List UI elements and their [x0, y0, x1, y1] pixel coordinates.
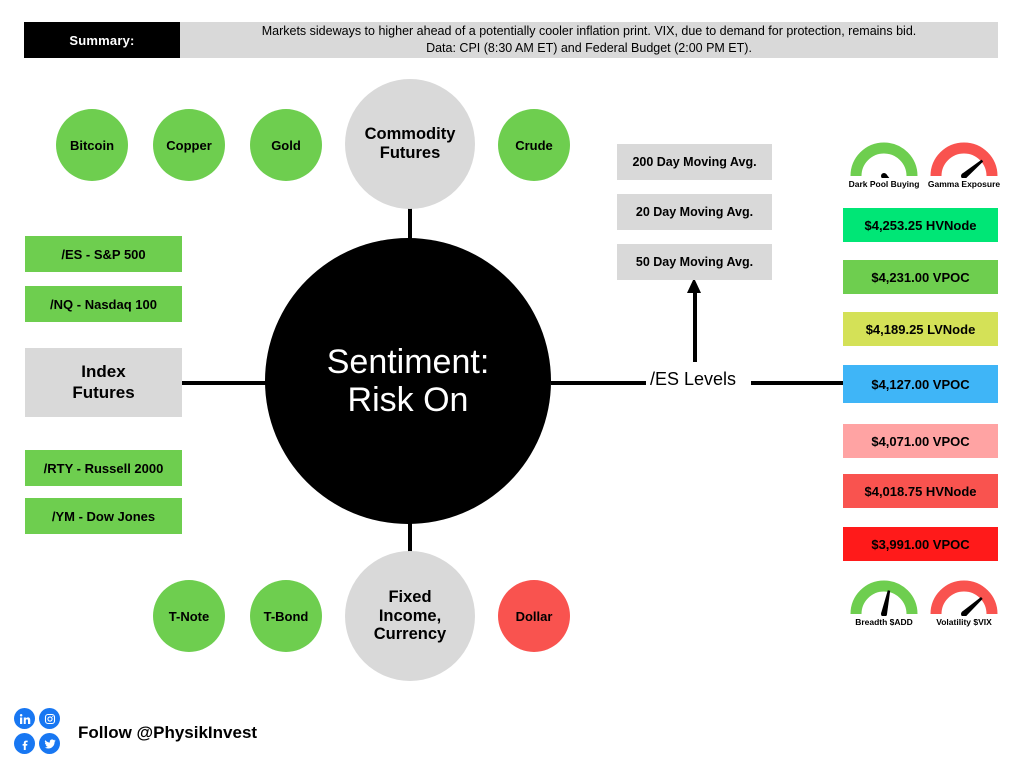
moving-avg-20-day[interactable]: 20 Day Moving Avg.: [617, 194, 772, 230]
bubble-label: T-Note: [168, 608, 210, 624]
facebook-icon[interactable]: [14, 733, 35, 754]
bubble-t-bond[interactable]: T-Bond: [250, 580, 322, 652]
level-box-hvnode-4018[interactable]: $4,018.75 HVNode: [843, 474, 998, 508]
level-label: $4,127.00 VPOC: [871, 376, 970, 392]
pill-label: /YM - Dow Jones: [51, 508, 156, 524]
arrow-up-icon: [687, 278, 701, 293]
hub-commodity-futures[interactable]: Commodity Futures: [345, 79, 475, 209]
connector-eslevels-levels: [751, 381, 844, 385]
follow-text: Follow @PhysikInvest: [78, 723, 258, 742]
connector-indexfutures-center: [181, 381, 271, 385]
gauge-breadth-add[interactable]: Breadth $ADD: [845, 578, 923, 627]
connector-center-eslevels: [551, 381, 646, 385]
level-box-vpoc-4071[interactable]: $4,071.00 VPOC: [843, 424, 998, 458]
summary-line-2: Data: CPI (8:30 AM ET) and Federal Budge…: [426, 41, 752, 55]
hub-fixed-income-currency[interactable]: Fixed Income, Currency: [345, 551, 475, 681]
center-label-line-1: Sentiment:: [326, 342, 490, 381]
bubble-crude[interactable]: Crude: [498, 109, 570, 181]
pill-label: /RTY - Russell 2000: [43, 460, 164, 476]
pill-label: /ES - S&P 500: [61, 246, 146, 262]
pill-es-sp500[interactable]: /ES - S&P 500: [25, 236, 182, 272]
level-label: $4,189.25 LVNode: [865, 321, 976, 337]
hub-index-futures[interactable]: Index Futures: [25, 348, 182, 417]
pill-rty-russell2000[interactable]: /RTY - Russell 2000: [25, 450, 182, 486]
level-label: $4,231.00 VPOC: [871, 269, 970, 285]
moving-avg-label: 20 Day Moving Avg.: [635, 205, 754, 219]
bubble-label: T-Bond: [263, 608, 309, 624]
bubble-t-note[interactable]: T-Note: [153, 580, 225, 652]
bubble-label: Copper: [166, 137, 212, 153]
linkedin-icon[interactable]: [14, 708, 35, 729]
hub-label-line-1: Index: [81, 362, 126, 382]
bubble-gold[interactable]: Gold: [250, 109, 322, 181]
level-box-hvnode-4253[interactable]: $4,253.25 HVNode: [843, 208, 998, 242]
summary-line-1: Markets sideways to higher ahead of a po…: [261, 24, 917, 39]
bubble-label: Dollar: [515, 608, 553, 624]
bubble-bitcoin[interactable]: Bitcoin: [56, 109, 128, 181]
hub-label-line-2: Income,: [378, 606, 442, 625]
hub-label-line-3: Currency: [373, 625, 447, 644]
gauge-volatility-vix[interactable]: Volatility $VIX: [925, 578, 1003, 627]
social-links: [14, 708, 66, 754]
center-sentiment-circle[interactable]: Sentiment: Risk On: [265, 238, 551, 524]
bubble-copper[interactable]: Copper: [153, 109, 225, 181]
hub-label-line-1: Fixed: [388, 587, 432, 606]
pill-ym-dowjones[interactable]: /YM - Dow Jones: [25, 498, 182, 534]
level-label: $4,071.00 VPOC: [871, 433, 970, 449]
gauge-dark-pool-buying[interactable]: Dark Pool Buying: [845, 140, 923, 189]
summary-label: Summary:: [24, 22, 180, 58]
level-label: $3,991.00 VPOC: [871, 536, 970, 552]
summary-text: Markets sideways to higher ahead of a po…: [180, 22, 998, 58]
twitter-icon[interactable]: [39, 733, 60, 754]
bubble-label: Bitcoin: [69, 137, 115, 153]
gauge-label: Dark Pool Buying: [848, 179, 920, 189]
connector-eslevels-movingavg: [693, 292, 697, 362]
gauge-label: Gamma Exposure: [927, 179, 1001, 189]
bubble-label: Crude: [515, 137, 553, 153]
moving-avg-200-day[interactable]: 200 Day Moving Avg.: [617, 144, 772, 180]
gauge-dial-icon: [930, 580, 998, 616]
instagram-icon[interactable]: [39, 708, 60, 729]
gauge-dial-icon: [930, 142, 998, 178]
gauge-label: Volatility $VIX: [936, 617, 992, 627]
level-label: $4,253.25 HVNode: [864, 217, 977, 233]
hub-label-line-2: Futures: [72, 382, 135, 402]
pill-label: /NQ - Nasdaq 100: [50, 296, 157, 312]
gauge-label: Breadth $ADD: [855, 617, 913, 627]
hub-label-line-1: Commodity: [364, 125, 456, 144]
hub-label-line-2: Futures: [379, 144, 441, 162]
moving-avg-label: 200 Day Moving Avg.: [632, 155, 757, 169]
gauge-gamma-exposure[interactable]: Gamma Exposure: [925, 140, 1003, 189]
bubble-label: Gold: [271, 137, 301, 153]
bubble-dollar[interactable]: Dollar: [498, 580, 570, 652]
moving-avg-label: 50 Day Moving Avg.: [635, 255, 754, 269]
level-box-vpoc-4231[interactable]: $4,231.00 VPOC: [843, 260, 998, 294]
gauge-dial-icon: [850, 142, 918, 178]
pill-nq-nasdaq100[interactable]: /NQ - Nasdaq 100: [25, 286, 182, 322]
moving-avg-50-day[interactable]: 50 Day Moving Avg.: [617, 244, 772, 280]
center-label-line-2: Risk On: [347, 381, 469, 419]
level-box-vpoc-3991[interactable]: $3,991.00 VPOC: [843, 527, 998, 561]
es-levels-label: /ES Levels: [650, 369, 737, 389]
level-box-lvnode-4189[interactable]: $4,189.25 LVNode: [843, 312, 998, 346]
summary-bar: Summary: Markets sideways to higher ahea…: [24, 22, 998, 58]
level-box-vpoc-4127[interactable]: $4,127.00 VPOC: [843, 365, 998, 403]
level-label: $4,018.75 HVNode: [864, 483, 977, 499]
gauge-dial-icon: [850, 580, 918, 616]
